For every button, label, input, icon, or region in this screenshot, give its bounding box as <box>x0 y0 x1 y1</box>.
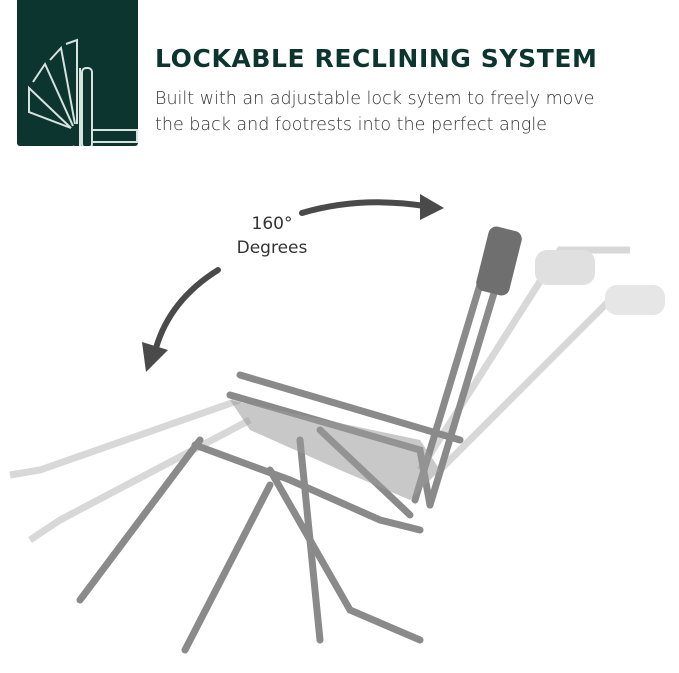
feature-badge <box>17 0 138 146</box>
chair-seat <box>230 400 440 500</box>
page-title: LOCKABLE RECLINING SYSTEM <box>155 44 598 73</box>
subtitle-line-2: the back and footrests into the perfect … <box>155 115 547 135</box>
rotation-arrow-top <box>299 194 444 220</box>
angle-label: 160° Degrees <box>224 212 320 260</box>
angle-value: 160° <box>251 214 293 234</box>
subtitle: Built with an adjustable lock sytem to f… <box>155 86 675 138</box>
angle-unit: Degrees <box>236 238 308 258</box>
chair-headrest <box>476 226 522 296</box>
subtitle-line-1: Built with an adjustable lock sytem to f… <box>155 89 595 109</box>
reclining-angle-icon <box>28 38 138 146</box>
ghost-positions <box>9 246 665 543</box>
rotation-arrow-bottom <box>142 267 221 372</box>
